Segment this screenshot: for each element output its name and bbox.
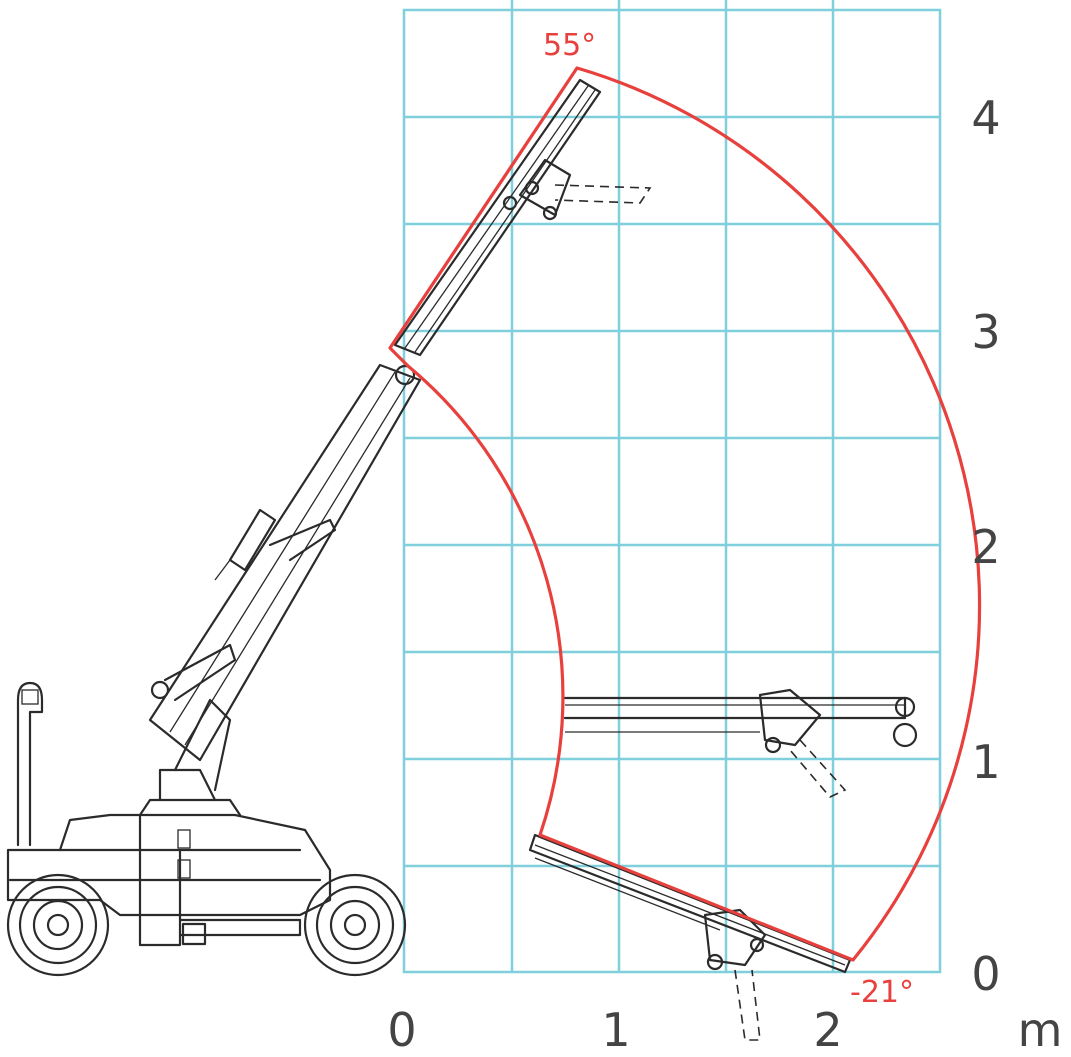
y-tick-1: 1 (971, 735, 1000, 789)
angle-min-label: -21° (850, 975, 914, 1010)
y-tick-3: 3 (971, 305, 1000, 359)
grid (402, 0, 942, 974)
envelope-outline (388, 66, 982, 962)
x-tick-0: 0 (387, 1003, 416, 1057)
x-axis-labels: 0 1 2 m (387, 1003, 1062, 1057)
angle-max-label: 55° (543, 28, 596, 63)
x-tick-1: 1 (601, 1003, 630, 1057)
y-tick-0: 0 (971, 947, 1000, 1001)
x-tick-2: 2 (813, 1003, 842, 1057)
working-envelope (388, 66, 982, 962)
y-tick-2: 2 (971, 520, 1000, 574)
unit-label: m (1018, 1003, 1063, 1057)
y-axis-labels: 4 3 2 1 0 (971, 91, 1000, 1001)
y-tick-4: 4 (971, 91, 1000, 145)
